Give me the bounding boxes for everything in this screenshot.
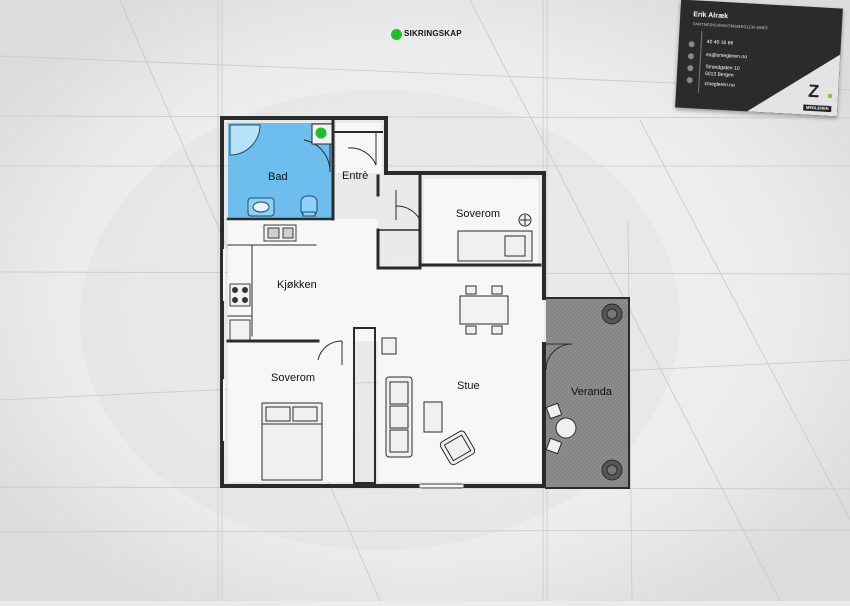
zmegleren-logo: Z MEGLEREN xyxy=(803,81,833,113)
logo-letter: Z xyxy=(807,80,820,102)
fuse-box-marker xyxy=(315,127,327,139)
veranda-furniture xyxy=(545,303,623,481)
room-label-kjokken: Kjøkken xyxy=(277,279,317,291)
bedroom-1-furniture xyxy=(457,213,533,262)
bathroom-fixtures xyxy=(229,123,333,217)
walls xyxy=(220,116,630,489)
card-name: Erik Alræk xyxy=(693,11,729,21)
card-email-row: ea@zmegleren.no xyxy=(706,52,747,60)
web-icon xyxy=(686,76,693,83)
doors xyxy=(303,132,573,371)
room-label-entre: Entrè xyxy=(342,170,369,182)
card-title: PARTNER/EIENDOMSMEGLER MNEF xyxy=(692,21,769,31)
fuse-box-legend-label: SIKRINGSKAP xyxy=(404,29,462,38)
bedroom-2-furniture xyxy=(261,402,323,481)
room-label-soverom-1: Soverom xyxy=(456,208,501,220)
living-room-furniture xyxy=(385,376,476,466)
email-icon xyxy=(687,52,695,60)
card-email: ea@zmegleren.no xyxy=(705,52,748,61)
room-label-soverom-2: Soverom xyxy=(271,372,316,384)
room-label-veranda: Veranda xyxy=(571,386,612,398)
card-web-row: zmegleren.no xyxy=(704,81,735,89)
business-card: Erik Alræk PARTNER/EIENDOMSMEGLER MNEF 4… xyxy=(675,0,843,117)
room-label-bad: Bad xyxy=(268,171,288,183)
phone-icon xyxy=(688,40,695,48)
fuse-box-legend-icon xyxy=(391,29,402,40)
card-website: zmegleren.no xyxy=(704,81,735,89)
veranda-fill xyxy=(546,298,628,488)
small-stool xyxy=(381,337,397,355)
logo-accent-dot xyxy=(827,93,833,99)
card-phone-row: 40 40 16 66 xyxy=(707,39,734,46)
dining-set xyxy=(459,285,509,335)
location-icon xyxy=(687,64,694,72)
card-phone: 40 40 16 66 xyxy=(706,39,734,47)
card-address-2: 5013 Bergen xyxy=(704,71,734,79)
room-label-stue: Stue xyxy=(457,380,480,392)
kitchen-fixtures xyxy=(229,224,297,341)
card-address-row: Strandgaten 10 5013 Bergen xyxy=(705,64,740,80)
